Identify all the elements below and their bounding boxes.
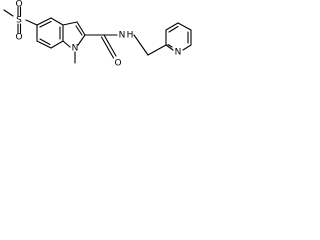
bond-pyr-3 [177, 22, 192, 31]
bond-benz-4 [50, 40, 64, 49]
bond-c3a-c3 [62, 21, 78, 26]
bonds [3, 6, 192, 64]
bond-carbonyl-o-2 [100, 36, 115, 59]
atom-labels: O S O N N H O N [15, 0, 181, 69]
atom-s-sulfonyl: S [16, 16, 22, 26]
bond-pyr-5 [182, 44, 192, 51]
bond-carbonyl-o [103, 34, 117, 57]
bond-benz-2 [50, 17, 64, 26]
bond-ch2-pyr [147, 44, 167, 56]
structure-canvas: O S O N N H O N [3, 0, 192, 69]
atom-n-amide: N [119, 31, 126, 41]
bond-benz-5-inner [39, 38, 51, 46]
bond-c3-c2 [76, 21, 86, 36]
bond-methyl-s [3, 9, 14, 17]
bond-c3-c2-inner [75, 25, 83, 36]
bond-n-ch2 [133, 34, 149, 56]
bond-pyr-6-inner [167, 43, 173, 48]
atom-n-indole: N [72, 44, 79, 54]
bond-pyr-2 [165, 22, 179, 31]
bond-n1-c7a [62, 40, 71, 48]
bond-benz-1-inner [39, 20, 52, 28]
bond-c2-n1 [77, 34, 86, 46]
bond-s-ring [25, 19, 38, 26]
atom-h-amide: H [127, 31, 134, 41]
bond-benz-5 [36, 40, 52, 49]
atom-o-sulfonyl-bottom: O [15, 33, 22, 43]
atom-o-sulfonyl-top: O [15, 0, 22, 10]
bond-benz-1 [36, 17, 52, 26]
atom-o-carbonyl: O [114, 59, 121, 69]
atom-n-pyridine: N [175, 48, 182, 58]
bond-pyr-2-inner [168, 25, 179, 33]
bond-pyr-6 [165, 44, 174, 51]
